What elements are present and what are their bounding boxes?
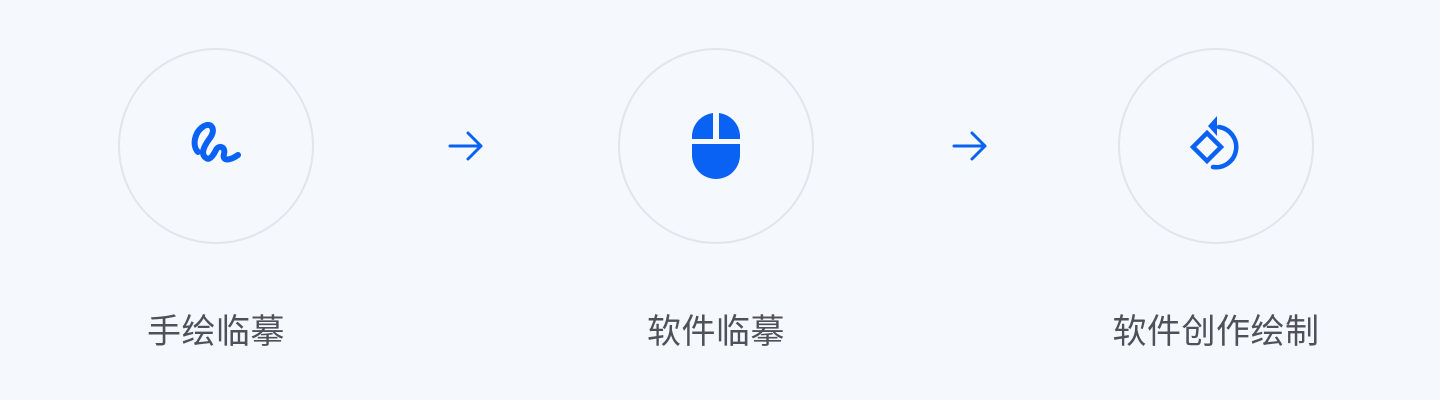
- arrow-right-icon: [952, 131, 987, 161]
- rotate-diamond-icon: [1189, 116, 1239, 170]
- step-3-circle: [1118, 48, 1314, 244]
- squiggle-hand-drawing-icon: [191, 122, 241, 163]
- step-2-circle: [618, 48, 814, 244]
- step-2-label: 软件临摹: [647, 312, 785, 352]
- arrow-right-icon: [448, 131, 483, 161]
- step-3-label: 软件创作绘制: [1112, 312, 1320, 352]
- computer-mouse-icon: [692, 113, 740, 179]
- step-1-label: 手绘临摹: [147, 312, 285, 352]
- step-1-circle: [118, 48, 314, 244]
